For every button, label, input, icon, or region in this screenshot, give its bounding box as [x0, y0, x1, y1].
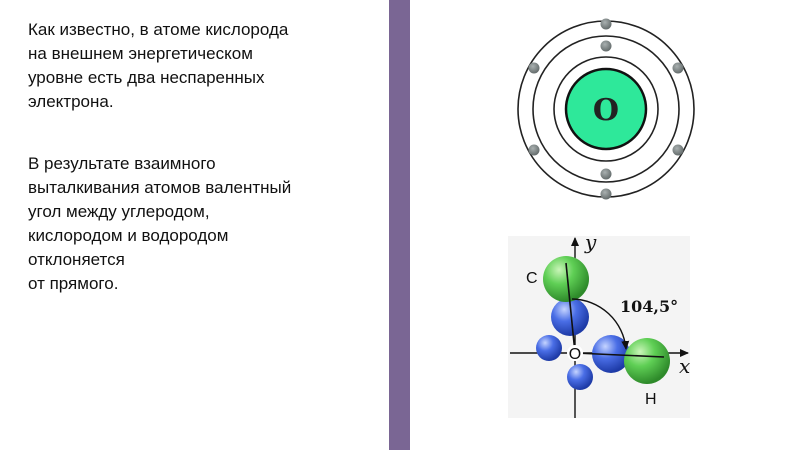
electron-lower-left [528, 144, 540, 156]
oxygen-label: O [569, 346, 581, 363]
carbon-label: C [526, 270, 538, 287]
molecule-angle-diagram: y x 104,5° O C H [508, 230, 690, 418]
paragraph-valence-angle: В результате взаимного выталкивания атом… [28, 154, 292, 293]
bond-angle-arc [571, 298, 630, 350]
hydrogen-atom-sphere [624, 338, 670, 384]
molecule-diagram-background [508, 236, 690, 418]
bond-angle-label: 104,5° [620, 297, 678, 316]
electron-lower-right [672, 144, 684, 156]
inner-electron-shell [553, 56, 659, 162]
hydrogen-label: H [645, 391, 657, 408]
oxygen-nucleus [564, 67, 648, 151]
bond-line-oxygen-carbon [565, 262, 576, 354]
vertical-divider [389, 0, 410, 450]
bottom-small-orbital [567, 364, 593, 390]
bond-line-oxygen-hydrogen [574, 352, 665, 358]
text-panel: Как известно, в атоме кислорода на внешн… [0, 0, 388, 450]
electron-upper-left [528, 62, 540, 74]
upper-bond-orbital [551, 298, 589, 336]
electron-middle-top [600, 40, 612, 52]
electron-middle-bottom [600, 168, 612, 180]
middle-electron-shell [532, 35, 680, 183]
electron-outer-top [600, 18, 612, 30]
oxygen-atom-diagram: O [517, 18, 695, 200]
carbon-atom-sphere [543, 256, 589, 302]
paragraph-outer-shell-electrons: Как известно, в атоме кислорода на внешн… [28, 20, 289, 111]
electron-outer-bottom [600, 188, 612, 200]
y-axis-label: y [584, 230, 597, 254]
electron-upper-right [672, 62, 684, 74]
oxygen-label-backdrop [567, 345, 583, 361]
left-small-orbital [536, 335, 562, 361]
nucleus-symbol: O [593, 93, 619, 128]
x-axis-label: x [679, 354, 690, 378]
